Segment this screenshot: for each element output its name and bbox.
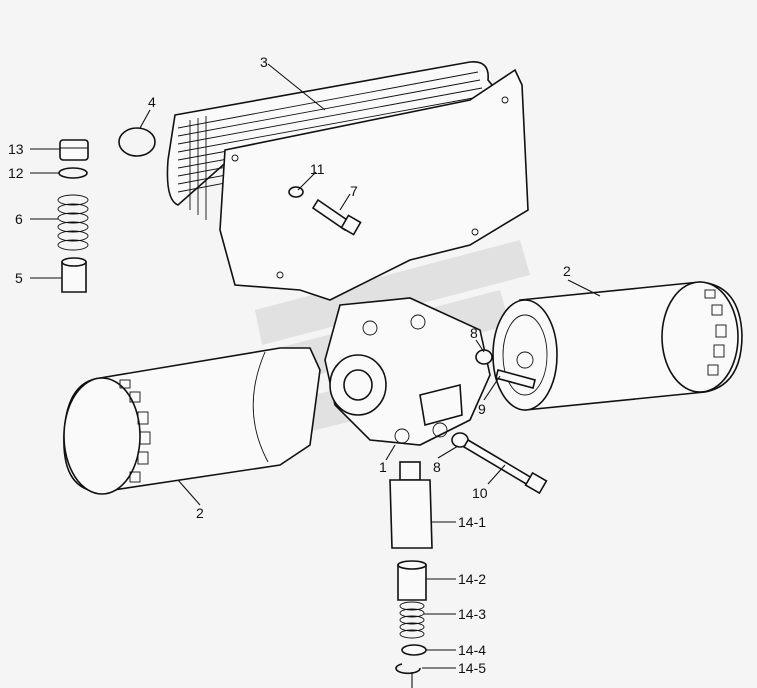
callout-7: 7 [350,183,358,199]
bolt-10 [462,438,548,495]
bolt-9 [495,369,536,389]
piston-14-2 [397,560,427,601]
o-ring-4 [118,127,156,157]
callout-14-2: 14-2 [458,571,486,587]
callout-2-right: 2 [563,263,571,279]
callout-14-3: 14-3 [458,606,486,622]
spring-6 [57,194,89,251]
valve-body-14-1 [389,461,433,549]
bolt-7 [311,198,362,236]
callout-13: 13 [8,141,24,157]
oil-cooler [166,61,529,301]
washer-8-upper [475,349,493,365]
callout-8-lower: 8 [433,459,441,475]
callout-14-5: 14-5 [458,660,486,676]
callout-14-4: 14-4 [458,642,486,658]
callout-1: 1 [379,459,387,475]
callout-10: 10 [472,485,488,501]
oil-filter-right [492,281,743,411]
callout-2-left: 2 [196,505,204,521]
callout-9: 9 [478,401,486,417]
callout-14-1: 14-1 [458,514,486,530]
washer-11 [288,186,304,198]
callout-11: 11 [310,161,325,177]
callout-5: 5 [15,270,23,286]
seal-ring-12 [58,167,88,179]
callout-labels: 3 4 13 12 6 5 11 7 2 2 8 9 8 1 10 14-1 1… [8,54,571,676]
spring-14-3 [399,601,425,639]
washer-14-4 [401,644,427,656]
callout-6: 6 [15,211,23,227]
callout-3: 3 [260,54,268,70]
callout-4: 4 [148,94,156,110]
plug-13 [59,139,89,161]
leader-lines [30,63,601,688]
oil-filter-left [63,347,321,495]
filter-housing-1 [324,297,491,446]
valve-5 [61,257,87,293]
circlip-14-5 [395,663,421,675]
callout-12: 12 [8,165,24,181]
callout-8-upper: 8 [470,325,478,341]
